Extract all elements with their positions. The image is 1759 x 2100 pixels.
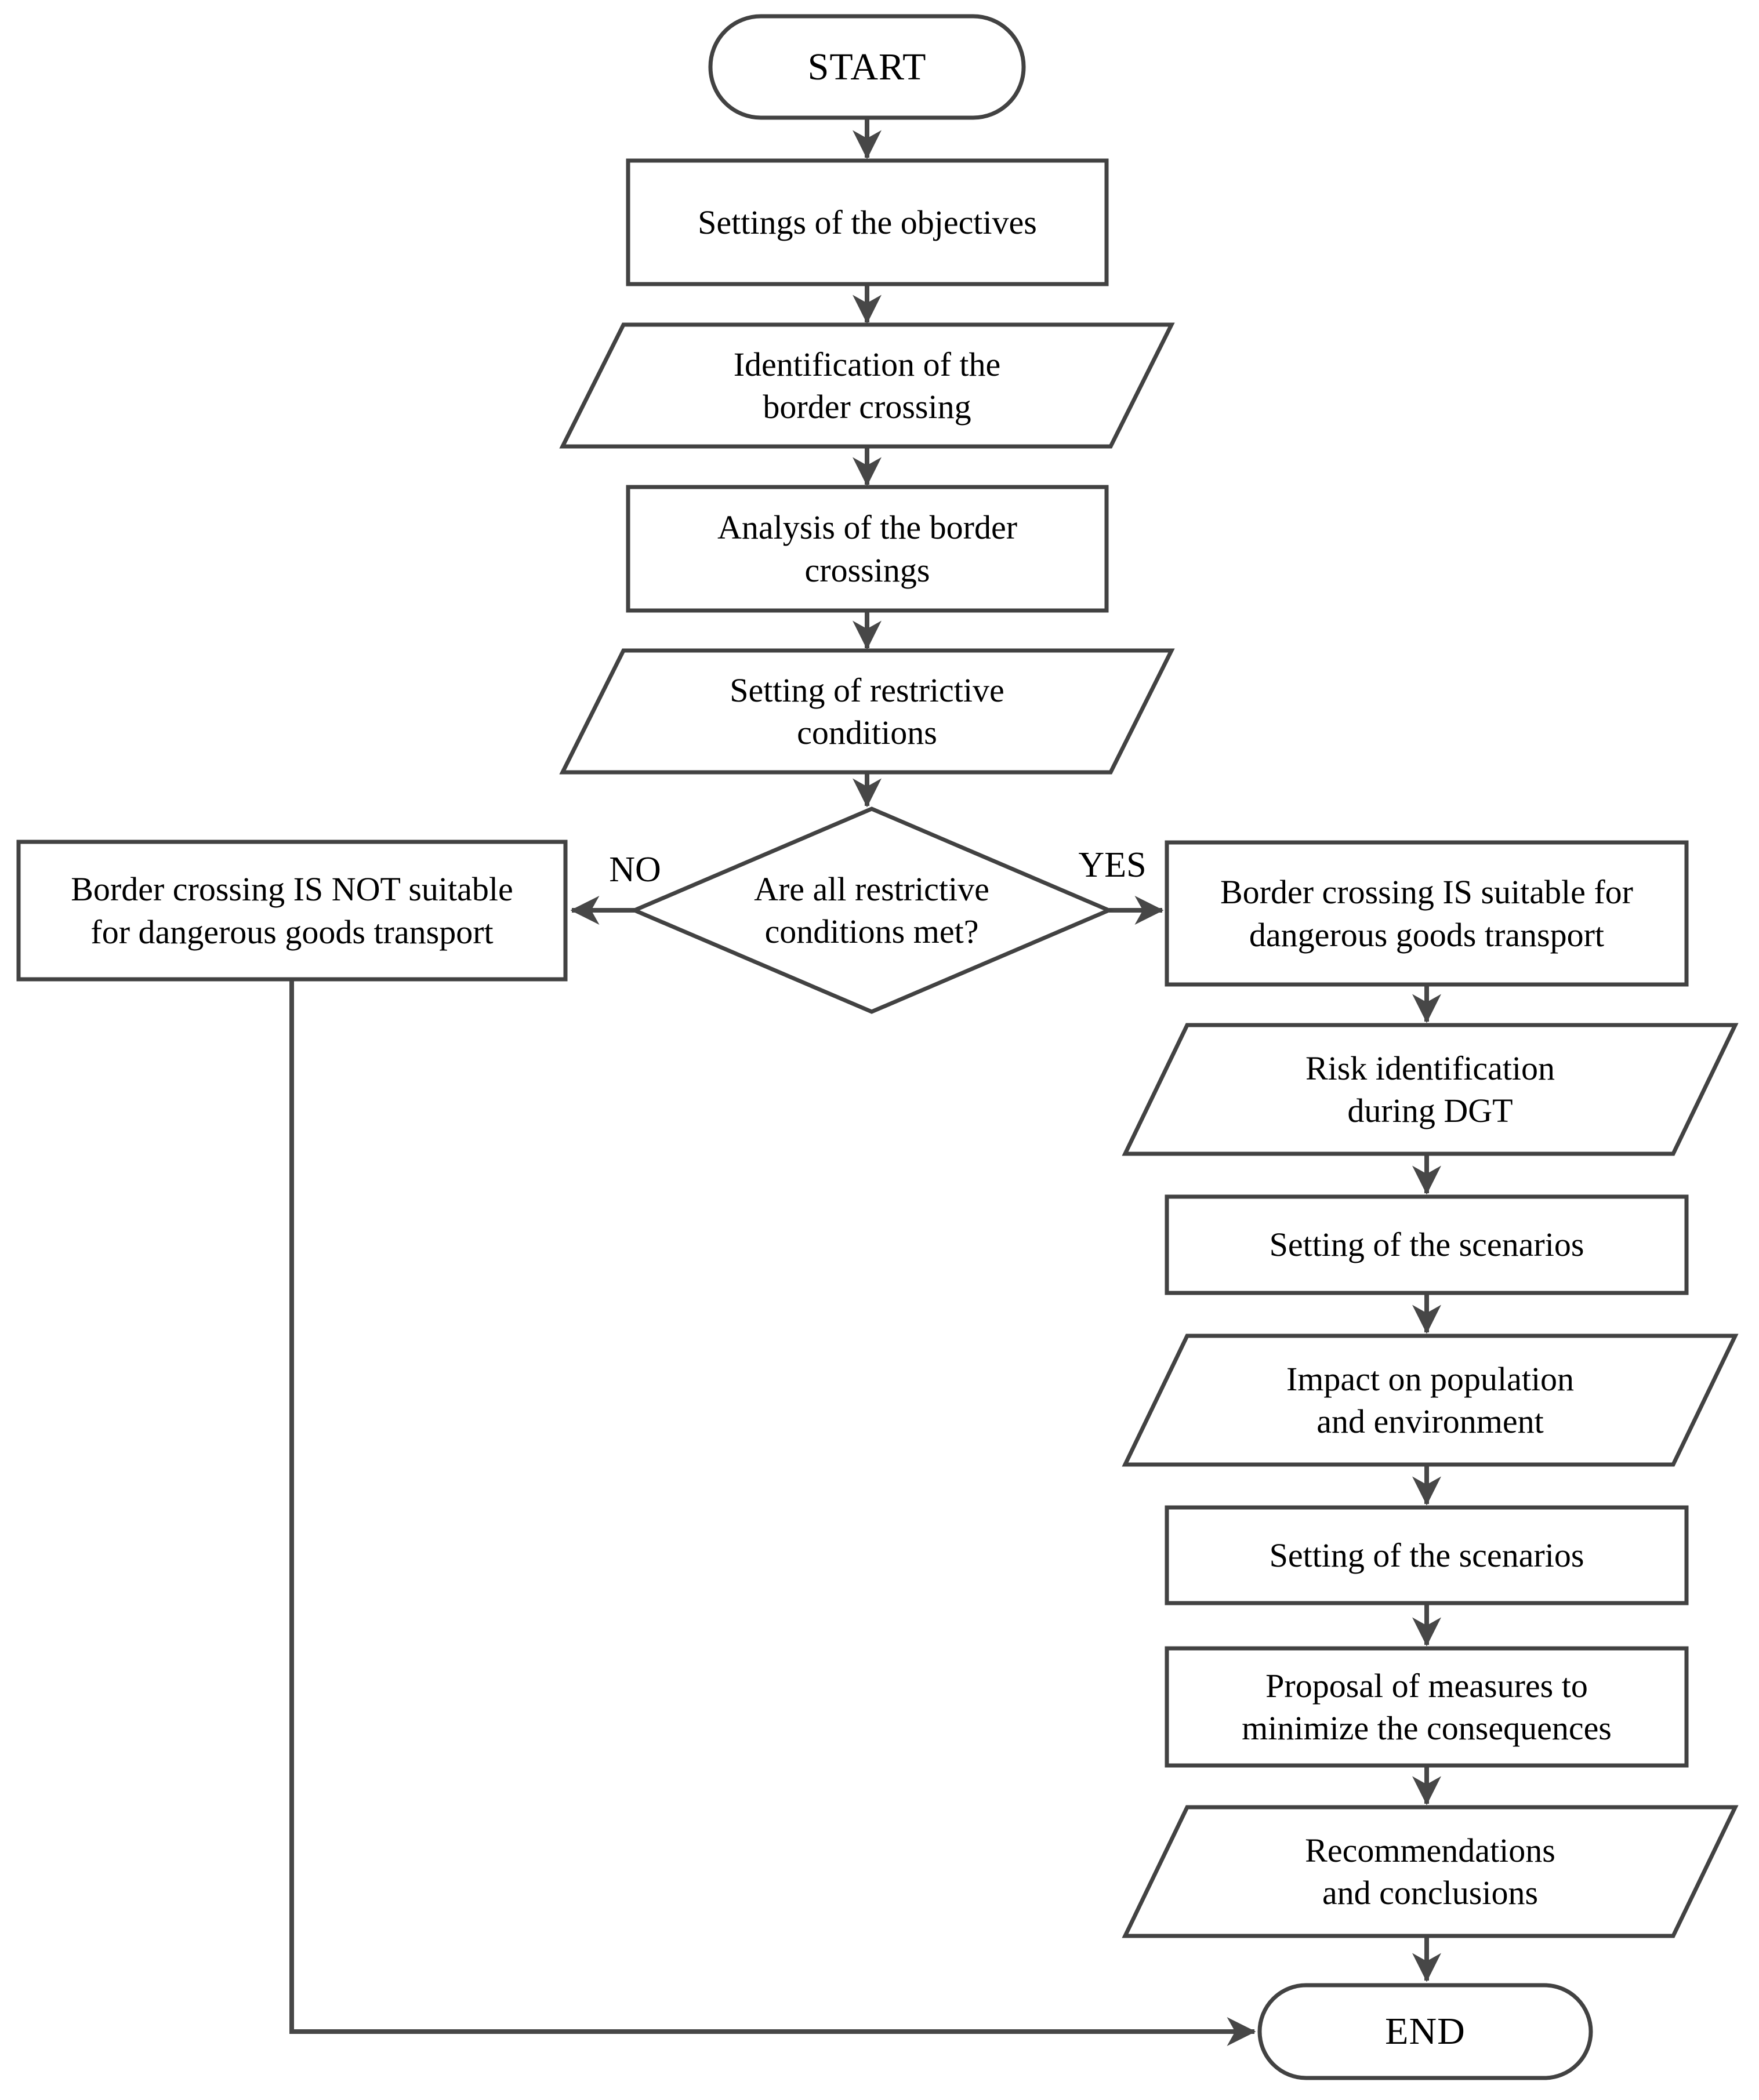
decision-node-label: Are all restrictive conditions met? (754, 870, 989, 950)
objectives-node-label: Settings of the objectives (698, 203, 1037, 241)
analysis-node-label: Analysis of the border crossings (717, 508, 1018, 589)
risk-node-label: Risk identification during DGT (1305, 1049, 1555, 1129)
restrictive-node-label: Setting of restrictive conditions (730, 671, 1004, 751)
decision-diamond-shape (629, 806, 1114, 1014)
scenarios1-process-shape (1165, 1194, 1689, 1295)
restrictive-io-shape (559, 648, 1175, 775)
recommendations-node-label: Recommendations and conclusions (1305, 1831, 1555, 1912)
risk-io-shape (1122, 1023, 1739, 1156)
identification-io-shape (559, 322, 1175, 449)
end-node-label: END (1385, 2010, 1466, 2053)
identification-node-label: Identification of the border crossing (733, 345, 1001, 426)
impact-io-shape (1122, 1334, 1739, 1467)
start-terminator-shape (708, 14, 1026, 120)
end-terminator-shape (1257, 1983, 1593, 2080)
scenarios1-node-label: Setting of the scenarios (1269, 1226, 1584, 1264)
suitable-node-label: Border crossing IS suitable for dangerou… (1220, 873, 1633, 954)
scenarios2-process-shape (1165, 1505, 1689, 1605)
yes-branch-label: YES (1078, 845, 1147, 885)
suitable-process-shape (1165, 840, 1689, 987)
start-node-label: START (807, 45, 927, 88)
analysis-process-shape (626, 485, 1109, 613)
not-suitable-node-label: Border crossing IS NOT suitable for dang… (71, 870, 513, 951)
edge-notsuitable-end (289, 980, 1256, 2046)
proposal-process-shape (1165, 1646, 1689, 1768)
impact-node-label: Impact on population and environment (1286, 1360, 1575, 1440)
scenarios2-node-label: Setting of the scenarios (1269, 1536, 1584, 1574)
no-branch-label: NO (609, 849, 661, 889)
proposal-node-label: Proposal of measures to minimize the con… (1242, 1666, 1612, 1747)
objectives-process-shape (626, 158, 1109, 286)
not-suitable-process-shape (16, 840, 568, 982)
recommendations-io-shape (1122, 1805, 1739, 1938)
